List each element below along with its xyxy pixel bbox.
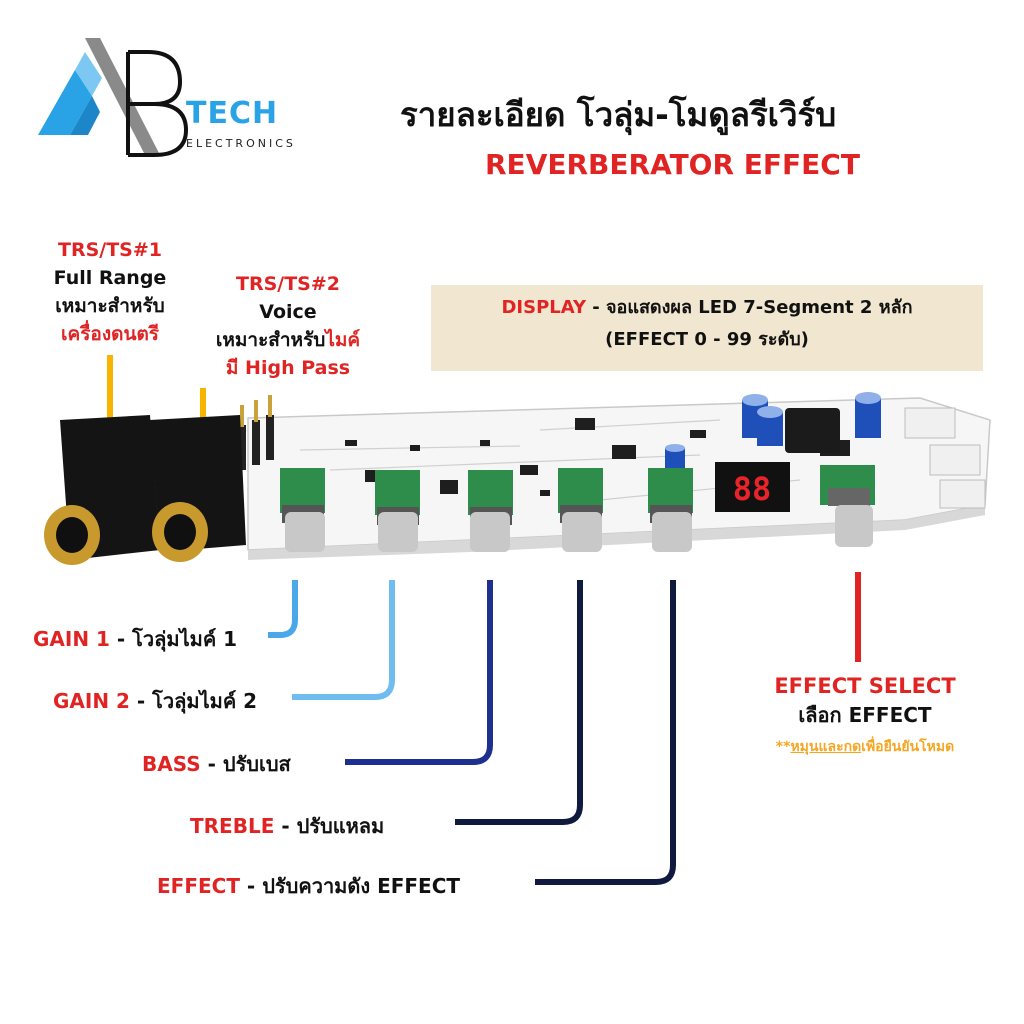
pot-gain1-knob <box>280 468 325 552</box>
jack2-desc: เหมาะสำหรับ <box>215 329 326 351</box>
display-range: (EFFECT 0 - 99 ระดับ) <box>605 329 809 350</box>
pot-effect-knob <box>648 468 693 552</box>
jack2-connector <box>150 415 246 562</box>
jack2-type: Voice <box>259 301 317 323</box>
note-rest: เพื่อยืนยันโหมด <box>861 739 955 755</box>
jack2-desc-red: ไมค์ <box>325 329 361 351</box>
treble-name: TREBLE <box>190 814 275 838</box>
effect-name: EFFECT <box>157 874 240 898</box>
jack1-type: Full Range <box>53 267 167 289</box>
jack2-label: TRS/TS#2 Voice เหมาะสำหรับไมค์ มี High P… <box>188 270 388 382</box>
effect-leader-line <box>535 580 676 885</box>
jack1-desc-red: เครื่องดนตรี <box>61 323 159 345</box>
bass-desc: - ปรับเบส <box>200 752 291 776</box>
note-underlined: หมุนและกด <box>790 739 862 755</box>
gain2-label: GAIN 2 - โวลุ่มไมค์ 2 <box>53 685 257 717</box>
effect-select-name: EFFECT SELECT <box>774 674 956 698</box>
treble-desc: - ปรับแหลม <box>274 814 385 838</box>
display-callout-box <box>431 285 983 371</box>
effect-select-desc: เลือก EFFECT <box>798 703 932 727</box>
treble-label: TREBLE - ปรับแหลม <box>190 810 384 842</box>
pot-treble-knob <box>558 468 603 552</box>
jack2-name: TRS/TS#2 <box>236 273 340 295</box>
gain1-label: GAIN 1 - โวลุ่มไมค์ 1 <box>33 623 237 655</box>
display-desc: - จอแสดงผล LED 7-Segment 2 หลัก <box>585 297 913 318</box>
jack1-desc: เหมาะสำหรับ <box>55 295 165 317</box>
gain2-desc: - โวลุ่มไมค์ 2 <box>129 689 258 713</box>
ab-tech-logo <box>38 38 189 157</box>
encoder-effect-select-knob <box>820 465 875 547</box>
bass-name: BASS <box>142 752 201 776</box>
gain1-name: GAIN 1 <box>33 627 110 651</box>
effect-select-note: **หมุนและกดเพื่อยืนยันโหมด <box>730 736 1000 758</box>
bass-leader-line <box>345 580 493 765</box>
gain2-name: GAIN 2 <box>53 689 130 713</box>
logo-electronics-text: ELECTRONICS <box>186 137 296 150</box>
effect-select-label: EFFECT SELECT เลือก EFFECT **หมุนและกดเพ… <box>730 672 1000 758</box>
pot-bass-knob <box>468 470 513 552</box>
jack1-connector <box>44 415 160 565</box>
led-7segment-display <box>715 462 790 512</box>
display-callout-text: DISPLAY - จอแสดงผล LED 7-Segment 2 หลัก … <box>431 292 983 356</box>
pot-gain2-knob <box>375 470 420 552</box>
gain1-leader-line <box>268 580 298 638</box>
electrolytic-capacitors <box>665 392 881 468</box>
treble-leader-line <box>455 580 583 825</box>
logo-tech-text: TECH <box>186 96 279 131</box>
jack1-label: TRS/TS#1 Full Range เหมาะสำหรับ เครื่องด… <box>20 236 200 348</box>
note-prefix: ** <box>775 739 791 755</box>
effect-label: EFFECT - ปรับความดัง EFFECT <box>157 870 460 902</box>
gain2-leader-line <box>292 580 395 700</box>
bass-label: BASS - ปรับเบส <box>142 748 291 780</box>
effect-desc: - ปรับความดัง EFFECT <box>239 874 461 898</box>
page-title: รายละเอียด โวลุ่ม-โมดูลรีเวิร์บ <box>400 95 837 134</box>
led-digits: 88 <box>733 470 772 508</box>
gain1-desc: - โวลุ่มไมค์ 1 <box>109 627 238 651</box>
display-label: DISPLAY <box>501 297 586 318</box>
page-subtitle: REVERBERATOR EFFECT <box>485 148 860 181</box>
jack2-extra: มี High Pass <box>225 357 351 379</box>
jack1-name: TRS/TS#1 <box>58 239 162 261</box>
